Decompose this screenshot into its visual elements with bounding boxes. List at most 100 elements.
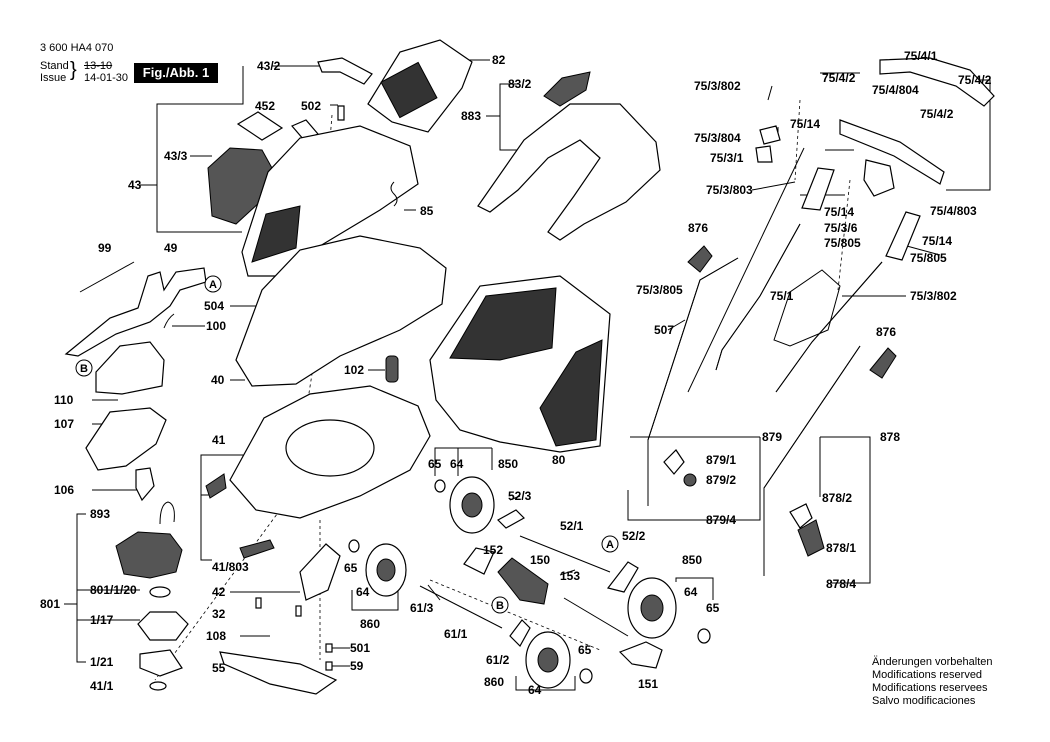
hood-107 — [85, 407, 167, 471]
part-75-3-804 — [759, 125, 781, 145]
part-label: 61/1 — [444, 627, 468, 641]
pulley-1-17 — [137, 611, 189, 641]
deck-cutter-area — [285, 419, 375, 477]
grip-83-2 — [543, 71, 591, 107]
part-label: 41/803 — [212, 560, 249, 574]
clip-43-2 — [317, 57, 373, 85]
part-label: 75/4/2 — [822, 71, 856, 85]
part-label: 75/3/805 — [636, 283, 683, 297]
grassbox-lid-883 — [477, 103, 661, 241]
part-label: 151 — [638, 677, 658, 691]
part-label: 502 — [301, 99, 321, 113]
bearing-801-1-20 — [149, 586, 171, 598]
lower-handle-right-inner — [763, 345, 861, 576]
clamp-879-1 — [663, 449, 685, 475]
part-label: 61/3 — [410, 601, 434, 615]
figure-label: Fig./Abb. 1 — [134, 63, 218, 83]
bolt-501 — [325, 643, 333, 653]
part-label: 75/4/1 — [904, 49, 938, 63]
part-label: 80 — [552, 453, 566, 467]
part-label: 75/3/804 — [694, 131, 741, 145]
part-label: 43/2 — [257, 59, 281, 73]
part-label: 879/2 — [706, 473, 736, 487]
washer-41-1 — [149, 681, 167, 691]
lower-housing-40 — [235, 235, 447, 387]
part-label: 41/1 — [90, 679, 114, 693]
stand-label: Stand — [40, 60, 69, 72]
part-label: 150 — [530, 553, 550, 567]
part-label: 52/1 — [560, 519, 584, 533]
part-label: 75/4/2 — [958, 73, 992, 87]
part-label: 75/1 — [770, 289, 794, 303]
lever-61-2 — [509, 619, 531, 647]
modifications-notice: Änderungen vorbehalten Modifications res… — [872, 656, 992, 708]
blade-55 — [219, 651, 338, 695]
part-label: 75/4/803 — [930, 204, 977, 218]
part-label: 64 — [684, 585, 698, 599]
screw-502 — [337, 105, 345, 121]
part-label: 99 — [98, 241, 112, 255]
spring-99 — [79, 261, 135, 293]
screw-32 — [255, 597, 262, 609]
part-label: 876 — [876, 325, 896, 339]
housing-grille — [251, 205, 301, 263]
part-label: 879/1 — [706, 453, 736, 467]
part-label: 64 — [528, 683, 542, 697]
part-label: 75/14 — [790, 117, 820, 131]
axle-52-3 — [497, 509, 525, 529]
part-label: 65 — [344, 561, 358, 575]
part-label: 83/2 — [508, 77, 532, 91]
part-label: 65 — [578, 643, 592, 657]
part-label: 504 — [204, 299, 224, 313]
battery-cover-82 — [367, 39, 473, 133]
part-label: 59 — [350, 659, 364, 673]
part-label: 801/1/20 — [90, 583, 137, 597]
svg-text:A: A — [606, 539, 614, 551]
part-75-3-6 — [863, 159, 895, 197]
cover-110 — [95, 341, 165, 395]
part-label: 883 — [461, 109, 481, 123]
issue-label: Issue — [40, 72, 67, 84]
svg-text:B: B — [496, 600, 504, 612]
comb-41-803-b — [205, 473, 227, 499]
part-label: 850 — [498, 457, 518, 471]
part-label: 65 — [428, 457, 442, 471]
callout-a-lower: A — [601, 535, 619, 553]
sleeve-75-14 — [801, 167, 835, 211]
cap-65-a — [434, 479, 446, 493]
belt-1-21 — [139, 649, 183, 677]
wheel-lower-860 — [525, 631, 571, 689]
clamp-878-2 — [789, 503, 813, 529]
axle-52-1 — [519, 535, 611, 573]
part-label: 801 — [40, 597, 60, 611]
part-label: 100 — [206, 319, 226, 333]
part-label: 878/4 — [826, 577, 856, 591]
part-label: 75/14 — [922, 234, 952, 248]
part-label: 878/1 — [826, 541, 856, 555]
part-label: 55 — [212, 661, 226, 675]
lever-49 — [64, 267, 207, 357]
part-label: 41 — [212, 433, 226, 447]
part-label: 75/3/803 — [706, 183, 753, 197]
part-label: 1/21 — [90, 655, 114, 669]
roller-150 — [497, 557, 549, 605]
part-label: 507 — [654, 323, 674, 337]
part-label: 52/3 — [508, 489, 532, 503]
grassbox-mesh-side — [539, 339, 603, 447]
cable-893 — [159, 501, 175, 525]
part-label: 75/4/804 — [872, 83, 919, 97]
comb-41-803 — [239, 539, 275, 559]
part-label: 860 — [484, 675, 504, 689]
knob-876-b — [869, 347, 897, 379]
cable-75-1 — [773, 269, 841, 347]
part-label: 860 — [360, 617, 380, 631]
doc-number: 3 600 HA4 070 — [40, 42, 114, 54]
rod-75-3-803 — [687, 147, 805, 393]
part-label: 82 — [492, 53, 506, 67]
lever-52-2 — [606, 561, 639, 593]
part-labels: 43/2 82 452 502 83/2 883 43/3 43 85 99 4… — [40, 49, 992, 697]
wheel-upper — [449, 476, 495, 534]
part-label: 75/4/2 — [920, 107, 954, 121]
part-75-3-1 — [755, 145, 773, 163]
flap-151 — [618, 641, 663, 669]
